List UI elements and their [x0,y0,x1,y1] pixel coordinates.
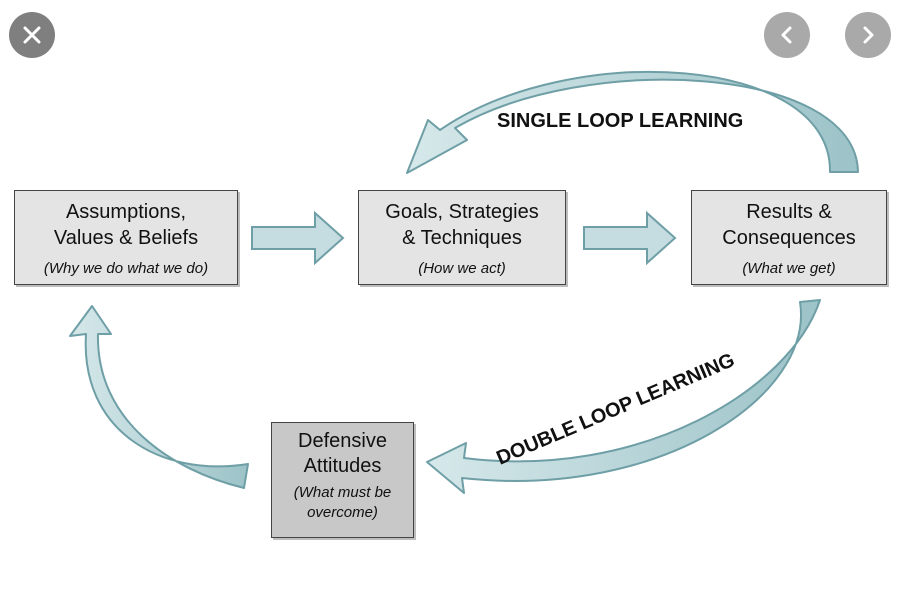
return-arrow-to-assumptions [69,305,249,489]
box-title: Results & Consequences [722,201,856,249]
box-subtitle: (How we act) [418,260,506,277]
results-consequences-box: Results & Consequences (What we get) [691,190,887,285]
assumptions-values-beliefs-box: Assumptions, Values & Beliefs (Why we do… [14,190,238,285]
single-loop-label: SINGLE LOOP LEARNING [497,110,743,132]
arrow-assumptions-to-goals [251,210,345,266]
defensive-attitudes-box: Defensive Attitudes (What must be overco… [271,422,414,538]
single-loop-arrow [406,70,859,174]
chevron-right-icon [863,26,874,44]
next-button[interactable] [845,12,891,58]
box-subtitle: (Why we do what we do) [43,260,209,277]
box-title: Goals, Strategies & Techniques [385,201,539,249]
double-loop-arrow [426,299,821,494]
box-title: Defensive Attitudes [298,430,387,477]
arrow-goals-to-results [583,210,677,266]
previous-button[interactable] [764,12,810,58]
box-title: Assumptions, Values & Beliefs [53,201,199,249]
close-icon [23,26,41,44]
chevron-left-icon [781,26,792,44]
box-subtitle: (What must be overcome) [293,484,392,521]
goals-strategies-techniques-box: Goals, Strategies & Techniques (How we a… [358,190,566,285]
close-button[interactable] [9,12,55,58]
box-subtitle: (What we get) [742,260,836,277]
